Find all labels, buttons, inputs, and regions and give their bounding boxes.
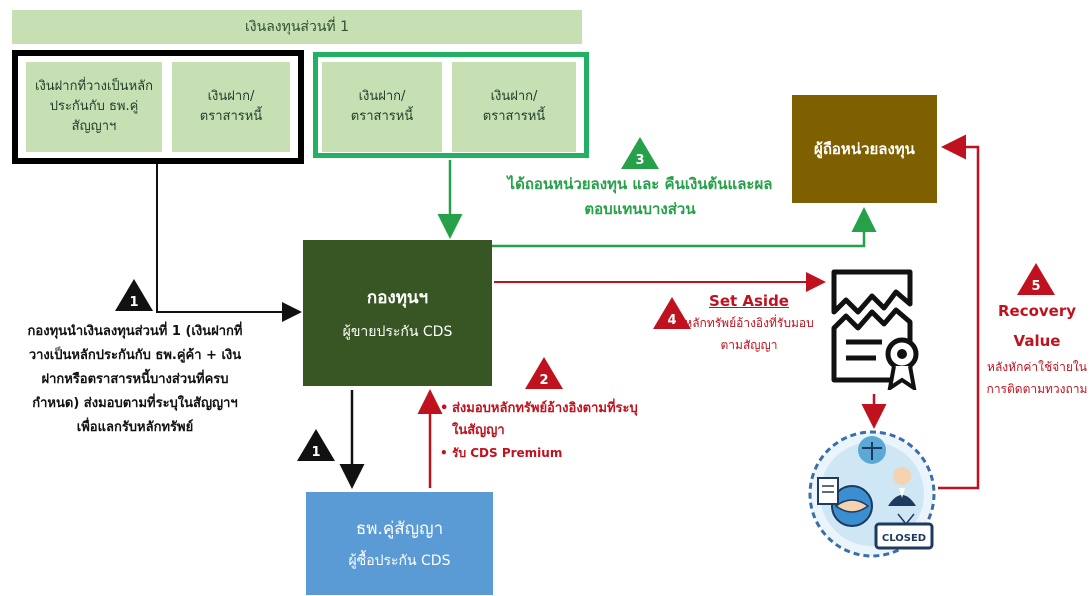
deposit-group <box>313 52 589 158</box>
step-3-text: ได้ถอนหน่วยลงทุน และ คืนเงินต้นและผลตอบแ… <box>507 175 773 218</box>
step-4-text: หลักทรัพย์อ้างอิงที่รับมอบตามสัญญา <box>684 316 814 352</box>
step-1b-number: 1 <box>311 445 320 460</box>
fund-title: กองทุนฯ <box>366 287 429 308</box>
closed-sign-text: CLOSED <box>882 533 926 544</box>
step-4-badge: 4 <box>652 296 692 330</box>
arrow-recovery-to-holder <box>938 134 980 490</box>
arrow-fund-to-holder <box>492 207 877 248</box>
step-4-block: Set Aside หลักทรัพย์อ้างอิงที่รับมอบตามส… <box>684 292 814 356</box>
step-3-badge: 3 <box>620 136 660 170</box>
step-5-number: 5 <box>1031 279 1040 294</box>
bank-subtitle: ผู้ซื้อประกัน CDS <box>348 553 451 569</box>
deposit-bond-label-1: เงินฝาก/ ตราสารหนี้ <box>199 89 263 124</box>
step-1-text: กองทุนนำเงินลงทุนส่วนที่ 1 (เงินฝากที่วา… <box>27 324 243 435</box>
collateral-deposit-label: เงินฝากที่วางเป็นหลักประกันกับ ธพ.คู่สัญ… <box>35 79 153 134</box>
bank-box: ธพ.คู่สัญญา ผู้ซื้อประกัน CDS <box>306 492 493 595</box>
unitholder-box: ผู้ถือหน่วยลงทุน <box>792 95 937 203</box>
deposit-bond-box-1: เงินฝาก/ ตราสารหนี้ <box>172 62 290 152</box>
deposit-bond-box-2: เงินฝาก/ ตราสารหนี้ <box>322 62 442 152</box>
step-5-badge: 5 <box>1016 262 1056 296</box>
step-3-number: 3 <box>635 153 644 168</box>
deposit-bond-label-2: เงินฝาก/ ตราสารหนี้ <box>350 89 414 124</box>
fund-subtitle: ผู้ขายประกัน CDS <box>342 323 453 340</box>
header-label: เงินลงทุนส่วนที่ 1 <box>245 19 349 35</box>
deposit-bond-box-3: เงินฝาก/ ตราสารหนี้ <box>452 62 576 152</box>
bank-title: ธพ.คู่สัญญา <box>355 519 444 539</box>
certificate-icon <box>826 266 926 393</box>
step-1-number: 1 <box>129 295 138 310</box>
step-2-text: ส่งมอบหลักทรัพย์อ้างอิงตามที่ระบุในสัญญา… <box>440 398 640 464</box>
recovery-illustration: CLOSED <box>806 424 938 564</box>
step-4-title: Set Aside <box>709 292 789 310</box>
investment-part1-header: เงินลงทุนส่วนที่ 1 <box>12 10 582 44</box>
arrow-collateral-to-fund <box>156 164 302 322</box>
step-1-badge: 1 <box>114 278 154 312</box>
step-5-block: Recovery Value หลังหักค่าใช้จ่ายในการติด… <box>985 296 1089 400</box>
step-5-text: หลังหักค่าใช้จ่ายในการติดตามทวงถาม <box>986 360 1088 396</box>
collateral-deposit-box: เงินฝากที่วางเป็นหลักประกันกับ ธพ.คู่สัญ… <box>26 62 162 152</box>
step-2-item-premium: รับ CDS Premium <box>440 442 640 464</box>
step-1b-badge: 1 <box>296 428 336 462</box>
deposit-bond-label-3: เงินฝาก/ ตราสารหนี้ <box>482 89 546 124</box>
step-5-title: Recovery Value <box>997 302 1077 350</box>
fund-box: กองทุนฯ ผู้ขายประกัน CDS <box>303 240 492 386</box>
unitholder-label: ผู้ถือหน่วยลงทุน <box>814 140 915 158</box>
collateral-group <box>12 50 304 164</box>
step-2-number: 2 <box>539 373 548 388</box>
step-4-number: 4 <box>667 313 676 328</box>
step-2-item-deliver: ส่งมอบหลักทรัพย์อ้างอิงตามที่ระบุในสัญญา <box>440 398 640 442</box>
step-2-badge: 2 <box>524 356 564 390</box>
